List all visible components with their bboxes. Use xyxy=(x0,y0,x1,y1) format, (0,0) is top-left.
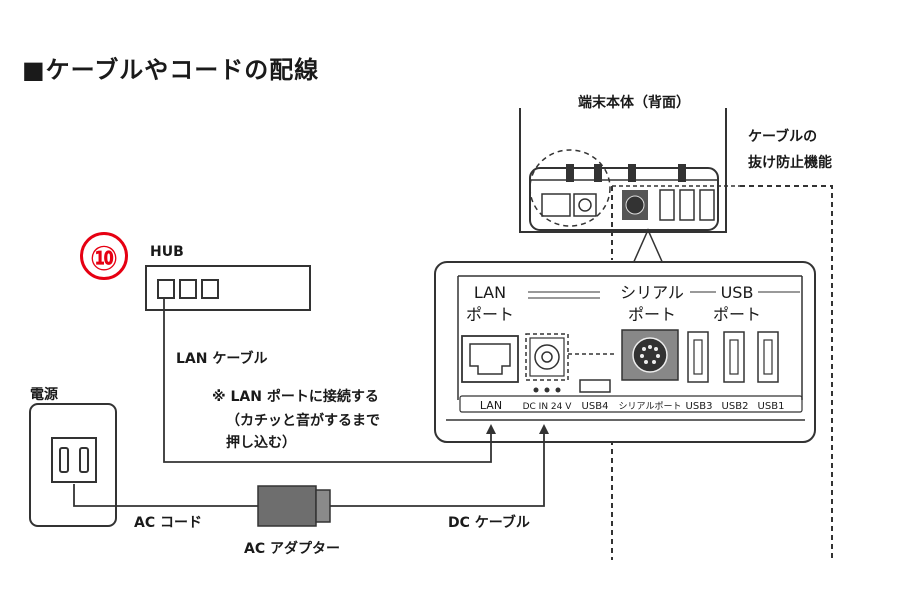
lan-cable-line xyxy=(163,298,492,463)
usb4-port xyxy=(579,379,611,393)
bottom-label-usb2: USB2 xyxy=(722,401,749,412)
note-line1: ※ LAN ポートに接続する xyxy=(212,389,379,405)
note-line3: 押し込む） xyxy=(226,435,296,451)
usb-port-top-label-1: USB xyxy=(721,283,754,302)
lan-cable-label: LAN ケーブル xyxy=(176,351,268,367)
rear-panel-enlarged: LAN ポート シリアル ポート USB ポート LAN DC IN 24 V … xyxy=(434,261,816,443)
hub-label: HUB xyxy=(150,244,184,260)
anti-pull-label-line1: ケーブルの xyxy=(748,129,818,145)
serial-port-top-label-2: ポート xyxy=(628,305,676,324)
bottom-label-usb4: USB4 xyxy=(582,401,609,412)
bottom-label-lan: LAN xyxy=(480,399,502,412)
power-label: 電源 xyxy=(30,387,58,403)
hub-device xyxy=(145,265,311,311)
step-number-badge: ⑩ xyxy=(80,232,128,280)
power-outlet xyxy=(29,403,117,527)
terminal-back-label: 端末本体（背面） xyxy=(578,95,690,111)
ac-cord-label: AC コード xyxy=(134,515,202,531)
bottom-label-serial: シリアルポート xyxy=(619,401,682,412)
ac-adapter xyxy=(257,485,331,527)
lan-port-top-label-1: LAN xyxy=(474,283,506,302)
ac-cord-line xyxy=(73,484,258,507)
usb-port-top-label-2: ポート xyxy=(713,305,761,324)
dc-cable-label: DC ケーブル xyxy=(448,515,530,531)
terminal-body xyxy=(519,108,740,233)
note-line2: （カチッと音がするまで xyxy=(226,413,380,429)
ac-adapter-label: AC アダプター xyxy=(244,541,340,557)
serial-port xyxy=(621,329,679,381)
bottom-label-usb1: USB1 xyxy=(758,401,785,412)
anti-pull-label-line2: 抜け防止機能 xyxy=(748,155,832,171)
anti-pull-dashed-lines xyxy=(611,185,833,560)
dc-in-port xyxy=(525,333,569,393)
serial-port-top-label-1: シリアル xyxy=(620,283,684,302)
usb-ports xyxy=(687,331,779,383)
bottom-label-dc-in: DC IN 24 V xyxy=(523,402,573,412)
dc-cable-line xyxy=(330,432,545,507)
page-title: ■ケーブルやコードの配線 xyxy=(22,56,320,84)
lan-port-top-label-2: ポート xyxy=(466,305,514,324)
bottom-label-usb3: USB3 xyxy=(686,401,713,412)
lan-port xyxy=(461,335,519,383)
